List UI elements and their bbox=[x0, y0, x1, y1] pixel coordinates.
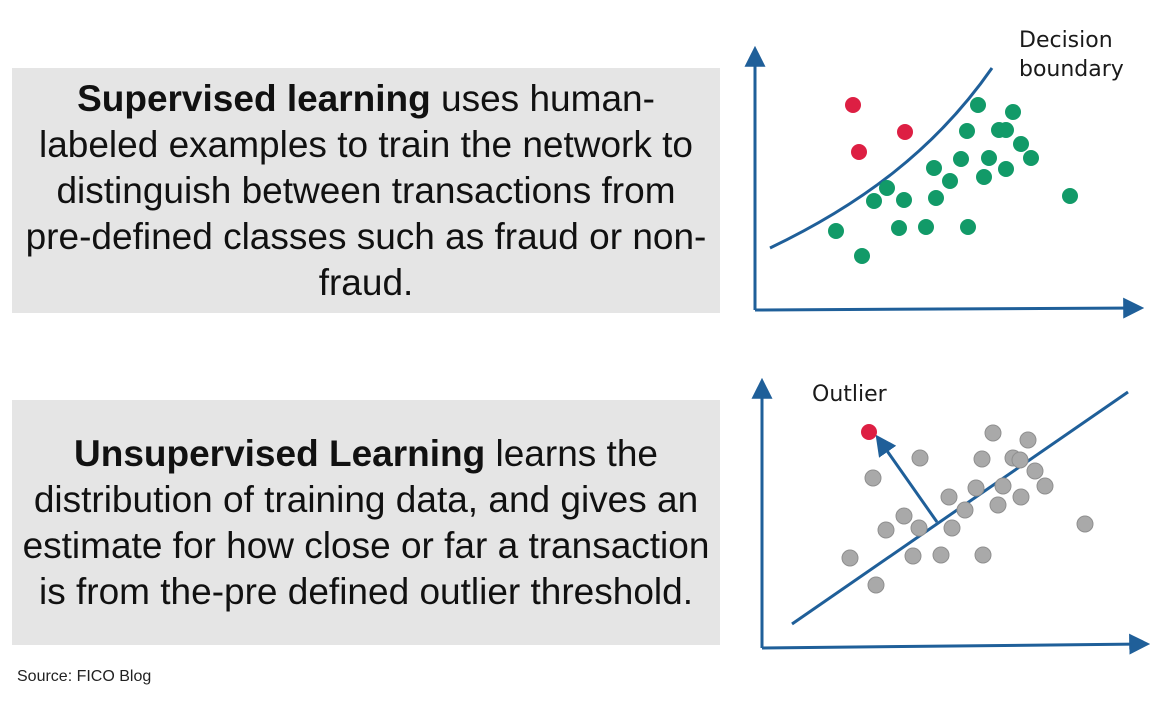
normal-point bbox=[910, 519, 928, 537]
normal-point bbox=[1013, 136, 1029, 152]
outlier-point bbox=[861, 424, 877, 440]
normal-point bbox=[998, 122, 1014, 138]
normal-point bbox=[984, 424, 1002, 442]
normal-point bbox=[1026, 462, 1044, 480]
normal-point bbox=[879, 180, 895, 196]
outlier-diagram: Outlier bbox=[751, 377, 1151, 655]
supervised-learning-panel: Supervised learning uses human-labeled e… bbox=[12, 68, 720, 313]
supervised-learning-text: Supervised learning uses human-labeled e… bbox=[22, 76, 710, 306]
fraud-point bbox=[845, 97, 861, 113]
decision-boundary-label-line2: boundary bbox=[1019, 57, 1124, 82]
decision-boundary-diagram: Decision boundary bbox=[744, 28, 1145, 319]
outlier-label: Outlier bbox=[812, 382, 888, 407]
bottom-points bbox=[841, 424, 1094, 594]
normal-point bbox=[1062, 188, 1078, 204]
normal-point bbox=[867, 576, 885, 594]
normal-point bbox=[942, 173, 958, 189]
supervised-learning-body: uses human-labeled examples to train the… bbox=[25, 77, 707, 303]
bottom-x-axis bbox=[761, 633, 1151, 655]
normal-point bbox=[866, 193, 882, 209]
normal-point bbox=[940, 488, 958, 506]
normal-point bbox=[911, 449, 929, 467]
fraud-point bbox=[851, 144, 867, 160]
normal-point bbox=[904, 547, 922, 565]
normal-point bbox=[896, 192, 912, 208]
top-x-axis bbox=[754, 297, 1145, 319]
normal-point bbox=[1012, 488, 1030, 506]
normal-point bbox=[998, 161, 1014, 177]
decision-boundary-curve bbox=[769, 67, 994, 250]
source-credit: Source: FICO Blog bbox=[17, 668, 152, 685]
normal-point bbox=[841, 549, 859, 567]
normal-point bbox=[943, 519, 961, 537]
normal-point bbox=[1023, 150, 1039, 166]
normal-point bbox=[973, 450, 991, 468]
decision-boundary-label-line1: Decision bbox=[1019, 28, 1113, 53]
normal-point bbox=[891, 220, 907, 236]
normal-point bbox=[953, 151, 969, 167]
normal-point bbox=[981, 150, 997, 166]
normal-point bbox=[864, 469, 882, 487]
normal-point bbox=[895, 507, 913, 525]
normal-point bbox=[918, 219, 934, 235]
unsupervised-learning-body: learns the distribution of training data… bbox=[22, 432, 710, 612]
supervised-learning-heading: Supervised learning bbox=[77, 77, 431, 119]
normal-point bbox=[994, 477, 1012, 495]
normal-point bbox=[926, 160, 942, 176]
normal-point bbox=[1011, 451, 1029, 469]
normal-point bbox=[967, 479, 985, 497]
normal-point bbox=[828, 223, 844, 239]
fraud-point bbox=[897, 124, 913, 140]
normal-point bbox=[1019, 431, 1037, 449]
normal-point bbox=[970, 97, 986, 113]
normal-point bbox=[1036, 477, 1054, 495]
normal-point bbox=[959, 123, 975, 139]
normal-point bbox=[928, 190, 944, 206]
normal-point bbox=[932, 546, 950, 564]
normal-point bbox=[854, 248, 870, 264]
normal-point bbox=[877, 521, 895, 539]
normal-point bbox=[974, 546, 992, 564]
top-points bbox=[828, 97, 1078, 264]
normal-point bbox=[1005, 104, 1021, 120]
unsupervised-learning-heading: Unsupervised Learning bbox=[74, 432, 486, 474]
normal-point bbox=[976, 169, 992, 185]
normal-point bbox=[960, 219, 976, 235]
outlier-distance-arrow bbox=[875, 434, 939, 523]
unsupervised-learning-panel: Unsupervised Learning learns the distrib… bbox=[12, 400, 720, 645]
normal-point bbox=[956, 501, 974, 519]
unsupervised-learning-text: Unsupervised Learning learns the distrib… bbox=[22, 431, 710, 615]
normal-point bbox=[989, 496, 1007, 514]
normal-point bbox=[1076, 515, 1094, 533]
